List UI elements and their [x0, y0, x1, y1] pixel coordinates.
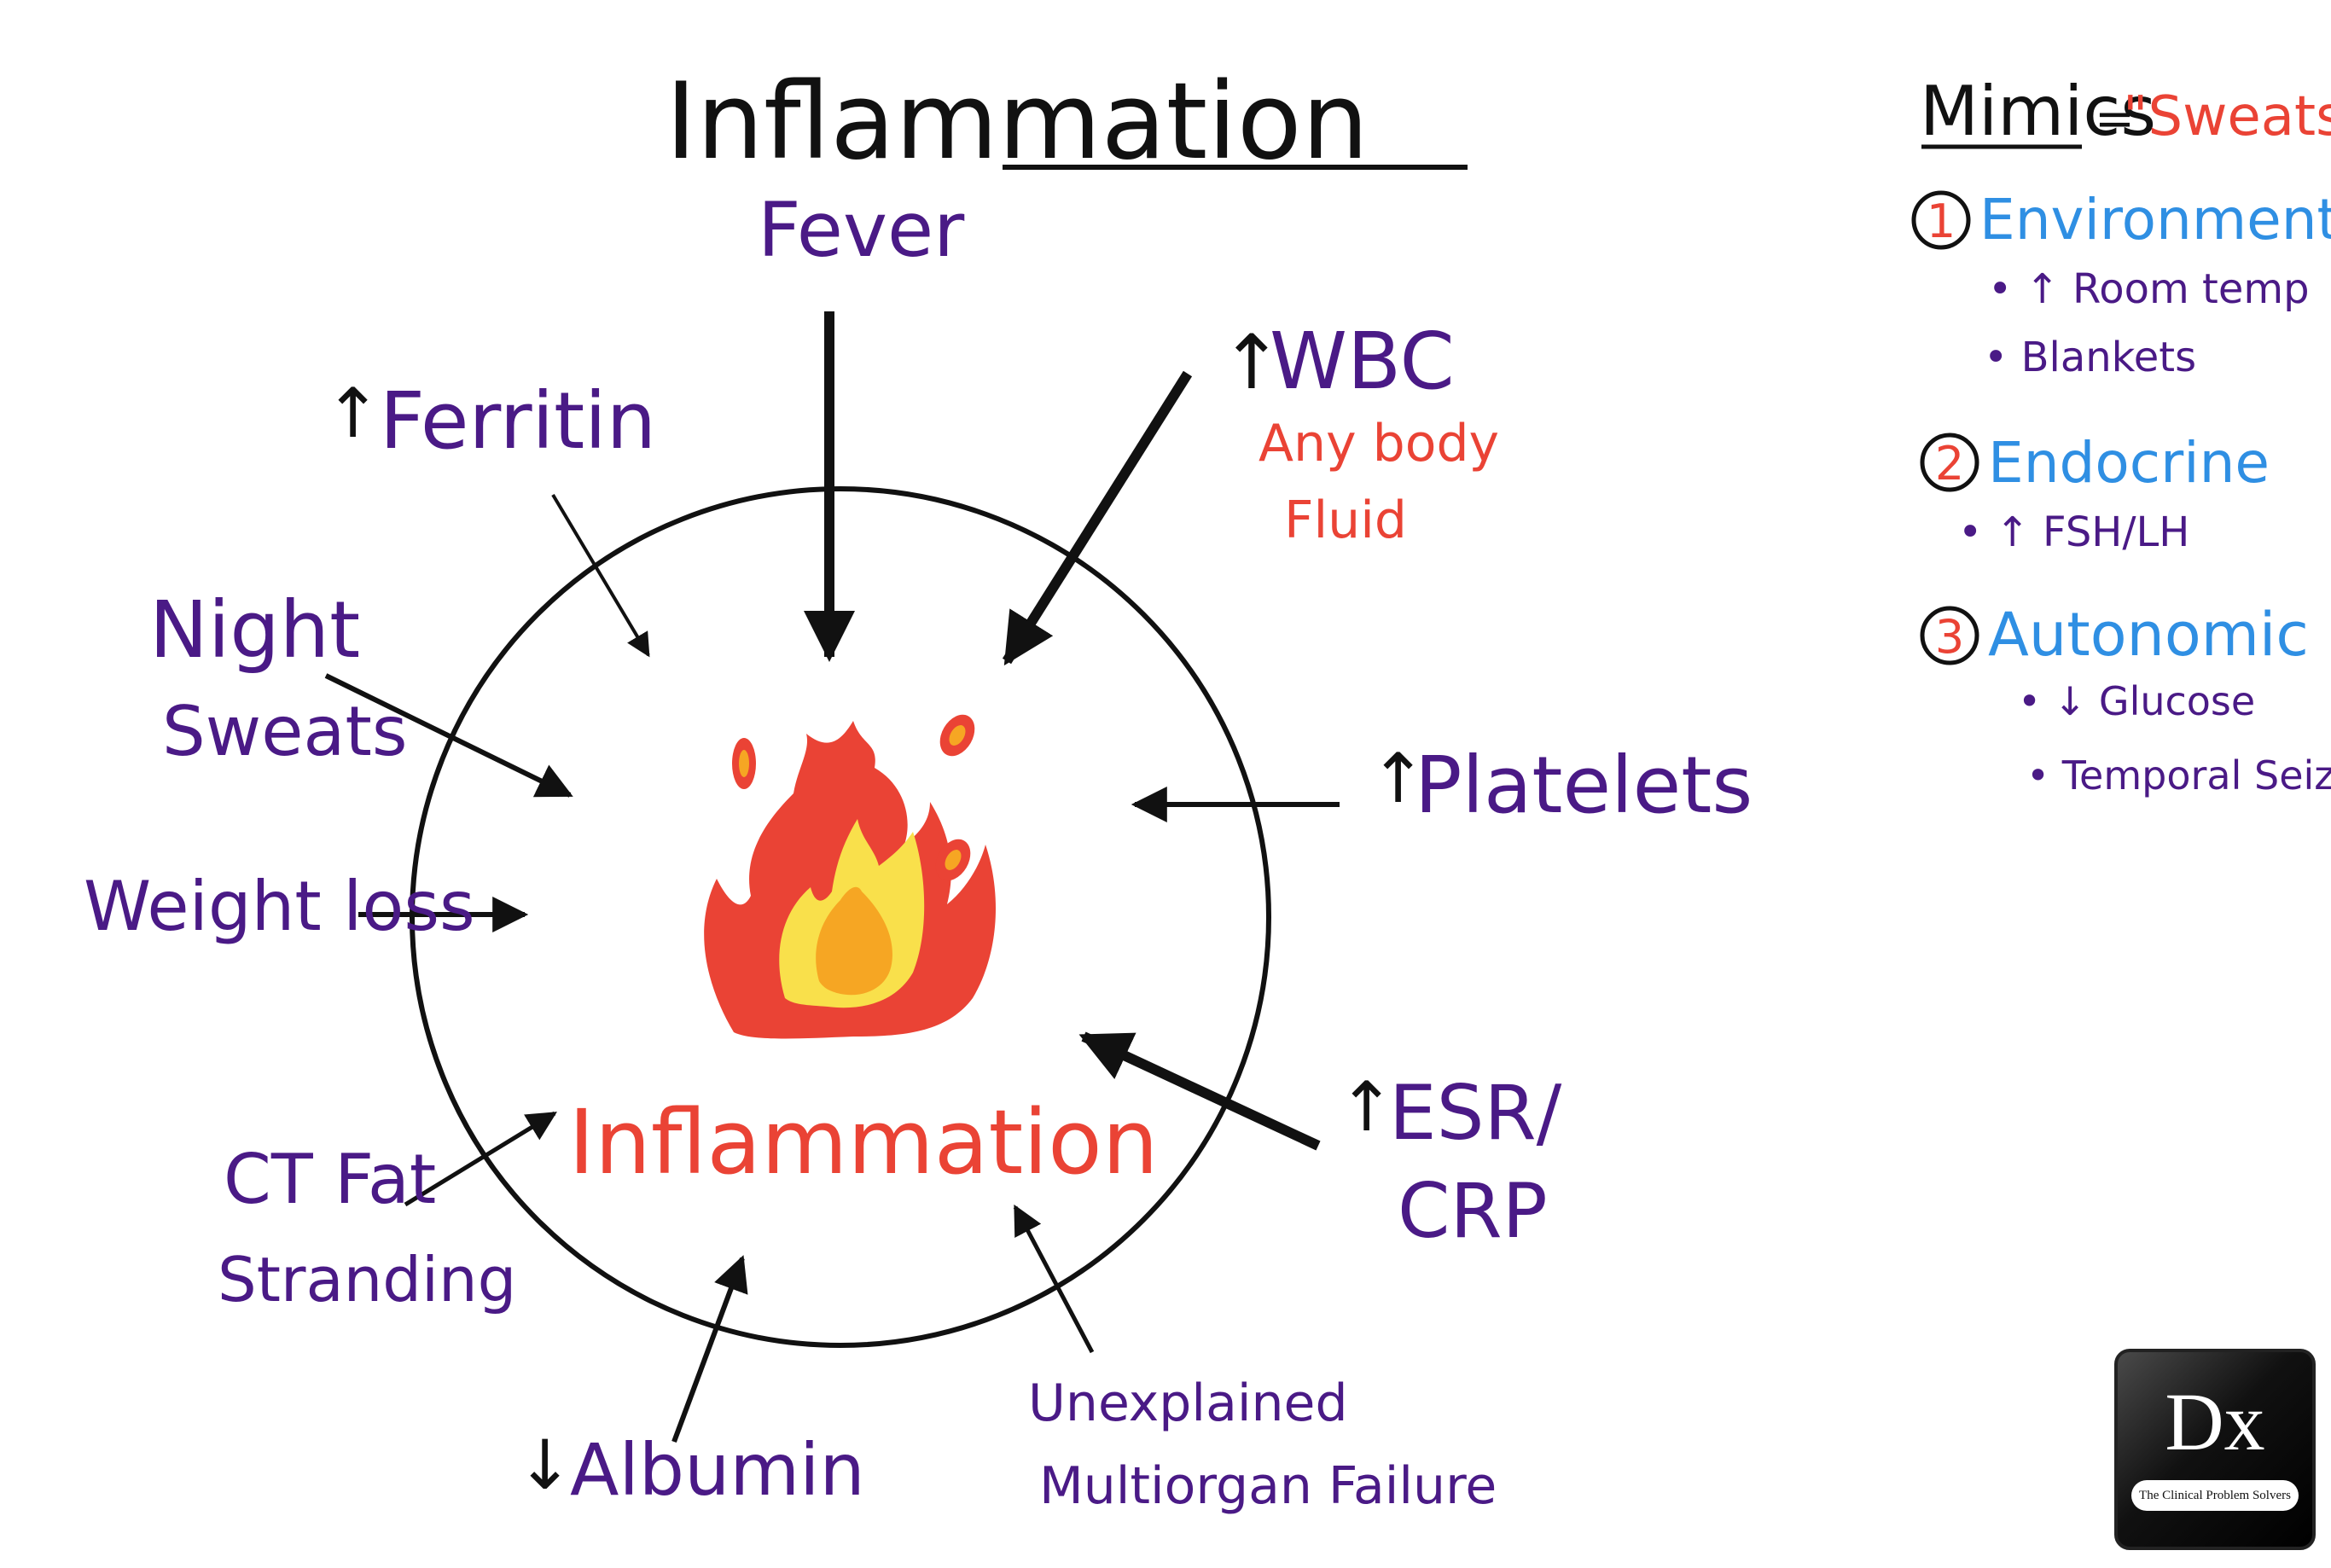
- dx-logo: Dx The Clinical Problem Solvers: [2114, 1349, 2316, 1550]
- label-wbc-note-2: Fluid: [1284, 491, 1407, 550]
- label-weight-loss: Weight loss: [84, 867, 475, 946]
- label-fever: Fever: [758, 186, 965, 274]
- arrow-ferritin: [551, 493, 650, 658]
- label-ferritin: Ferritin: [380, 375, 656, 467]
- arrow-night-sweats: [324, 673, 573, 798]
- mimic-1-title: Environment: [1979, 187, 2331, 253]
- up-arrow-platelets: ↑: [1369, 739, 1427, 818]
- mimic-3-number-circle: [1920, 606, 1979, 665]
- label-mof-2: Multiorgan Failure: [1039, 1456, 1497, 1516]
- mimics-panel: Mimics = "Sweats" 1 Environment • ↑ Room…: [1911, 72, 2331, 799]
- mimics-mnemonic: "Sweats": [2123, 85, 2331, 148]
- arrow-esr: [1078, 1031, 1321, 1151]
- arrow-albumin: [671, 1255, 748, 1443]
- mimic-1-detail-2: • Blankets: [1984, 334, 2196, 381]
- arrow-wbc: [1002, 370, 1193, 666]
- page-title: Inflammation: [666, 61, 1369, 183]
- label-ct-2: Stranding: [218, 1244, 516, 1315]
- mimic-1-number: 1: [1927, 195, 1956, 248]
- arrow-ct: [404, 1111, 557, 1207]
- mimic-1-number-circle: [1911, 190, 1971, 250]
- center-label: Inflammation: [568, 1090, 1158, 1194]
- flame-icon: [704, 714, 996, 1039]
- label-wbc-note-1: Any body: [1259, 414, 1499, 473]
- mimic-3-detail-2: • Temporal Seizure: [2026, 752, 2331, 799]
- mimic-2-number-circle: [1920, 433, 1979, 492]
- label-esr-2: CRP: [1398, 1167, 1548, 1255]
- label-platelets: Platelets: [1415, 740, 1753, 831]
- label-esr-1: ESR/: [1389, 1069, 1562, 1157]
- mimic-3-number: 3: [1935, 610, 1964, 664]
- up-arrow-esr: ↑: [1338, 1067, 1395, 1147]
- label-albumin: Albumin: [570, 1428, 865, 1512]
- mimics-equals: =: [2095, 91, 2135, 147]
- mimics-heading: Mimics: [1920, 72, 2156, 151]
- logo-mark: Dx: [2165, 1376, 2265, 1467]
- mimic-2-title: Endocrine: [1988, 430, 2270, 496]
- label-ct-1: CT Fat: [224, 1140, 436, 1219]
- label-night-sweats-1: Night: [149, 584, 360, 676]
- mimic-2-detail-1: • ↑ FSH/LH: [1958, 508, 2189, 556]
- mimic-1-detail-1: • ↑ Room temp: [1988, 265, 2310, 313]
- label-night-sweats-2: Sweats: [162, 692, 408, 771]
- up-arrow-ferritin: ↑: [324, 374, 381, 453]
- mimic-2-number: 2: [1935, 437, 1964, 491]
- down-arrow-albumin: ↓: [516, 1426, 573, 1505]
- arrow-multiorgan: [1013, 1204, 1095, 1354]
- mimic-3-detail-1: • ↓ Glucose: [2018, 678, 2255, 724]
- mimic-3-title: Autonomic: [1988, 600, 2309, 670]
- up-arrow-wbc: ↑: [1220, 318, 1283, 406]
- label-wbc: WBC: [1270, 316, 1455, 407]
- logo-tagline: The Clinical Problem Solvers: [2131, 1480, 2299, 1511]
- label-mof-1: Unexplained: [1028, 1373, 1348, 1433]
